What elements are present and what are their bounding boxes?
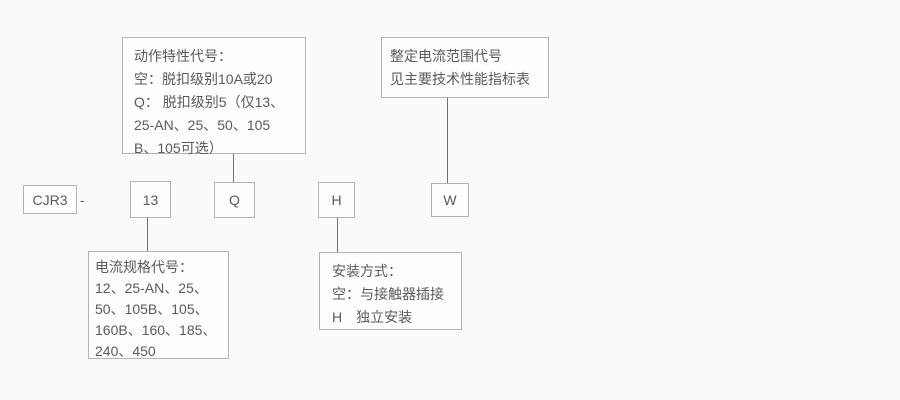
code-value-current-range: W <box>443 192 457 208</box>
connector-current-spec <box>147 218 148 251</box>
callout-text-line: 见主要技术性能指标表 <box>390 71 530 87</box>
callout-text-line: 空：与接触器插接 <box>332 286 444 302</box>
model-separator: - <box>80 191 85 208</box>
code-value-action-characteristic: Q <box>229 192 240 208</box>
callout-current-range: 整定电流范围代号 见主要技术性能指标表 <box>381 37 549 98</box>
model-prefix-box: CJR3 <box>23 185 77 214</box>
code-box-current-range: W <box>431 183 469 217</box>
callout-text-line: 安装方式： <box>332 263 402 279</box>
code-box-mounting: H <box>318 182 355 218</box>
callout-text-line: 整定电流范围代号 <box>390 48 502 64</box>
callout-text-line: 12、25-AN、25、 <box>95 280 208 296</box>
code-value-current-spec: 13 <box>142 191 159 208</box>
callout-text-line: 电流规格代号： <box>95 259 193 275</box>
callout-current-spec: 电流规格代号： 12、25-AN、25、 50、105B、105、 160B、1… <box>88 251 229 359</box>
connector-mounting <box>337 218 338 252</box>
callout-text-line: Q： 脱扣级别5（仅13、 <box>134 94 285 110</box>
callout-text-line: 空：脱扣级别10A或20 <box>134 71 273 87</box>
callout-text-line: B、105可选） <box>134 140 223 156</box>
code-box-current-spec: 13 <box>130 181 171 218</box>
callout-text-line: 240、450 <box>95 343 156 359</box>
model-prefix-label: CJR3 <box>32 191 68 208</box>
callout-text-line: 160B、160、185、 <box>95 322 217 338</box>
callout-mounting: 安装方式： 空：与接触器插接 H 独立安装 <box>319 252 462 330</box>
callout-text-line: 25-AN、25、50、105 <box>134 117 271 133</box>
connector-action-characteristic <box>233 154 234 182</box>
callout-text-line: 50、105B、105、 <box>95 301 209 317</box>
callout-text-line: 动作特性代号： <box>134 48 232 64</box>
connector-current-range <box>447 98 448 183</box>
code-value-mounting: H <box>331 192 342 208</box>
callout-text-line: H 独立安装 <box>332 309 413 325</box>
code-box-action-characteristic: Q <box>214 182 255 218</box>
callout-action-characteristic: 动作特性代号： 空：脱扣级别10A或20 Q： 脱扣级别5（仅13、 25-AN… <box>122 37 306 156</box>
